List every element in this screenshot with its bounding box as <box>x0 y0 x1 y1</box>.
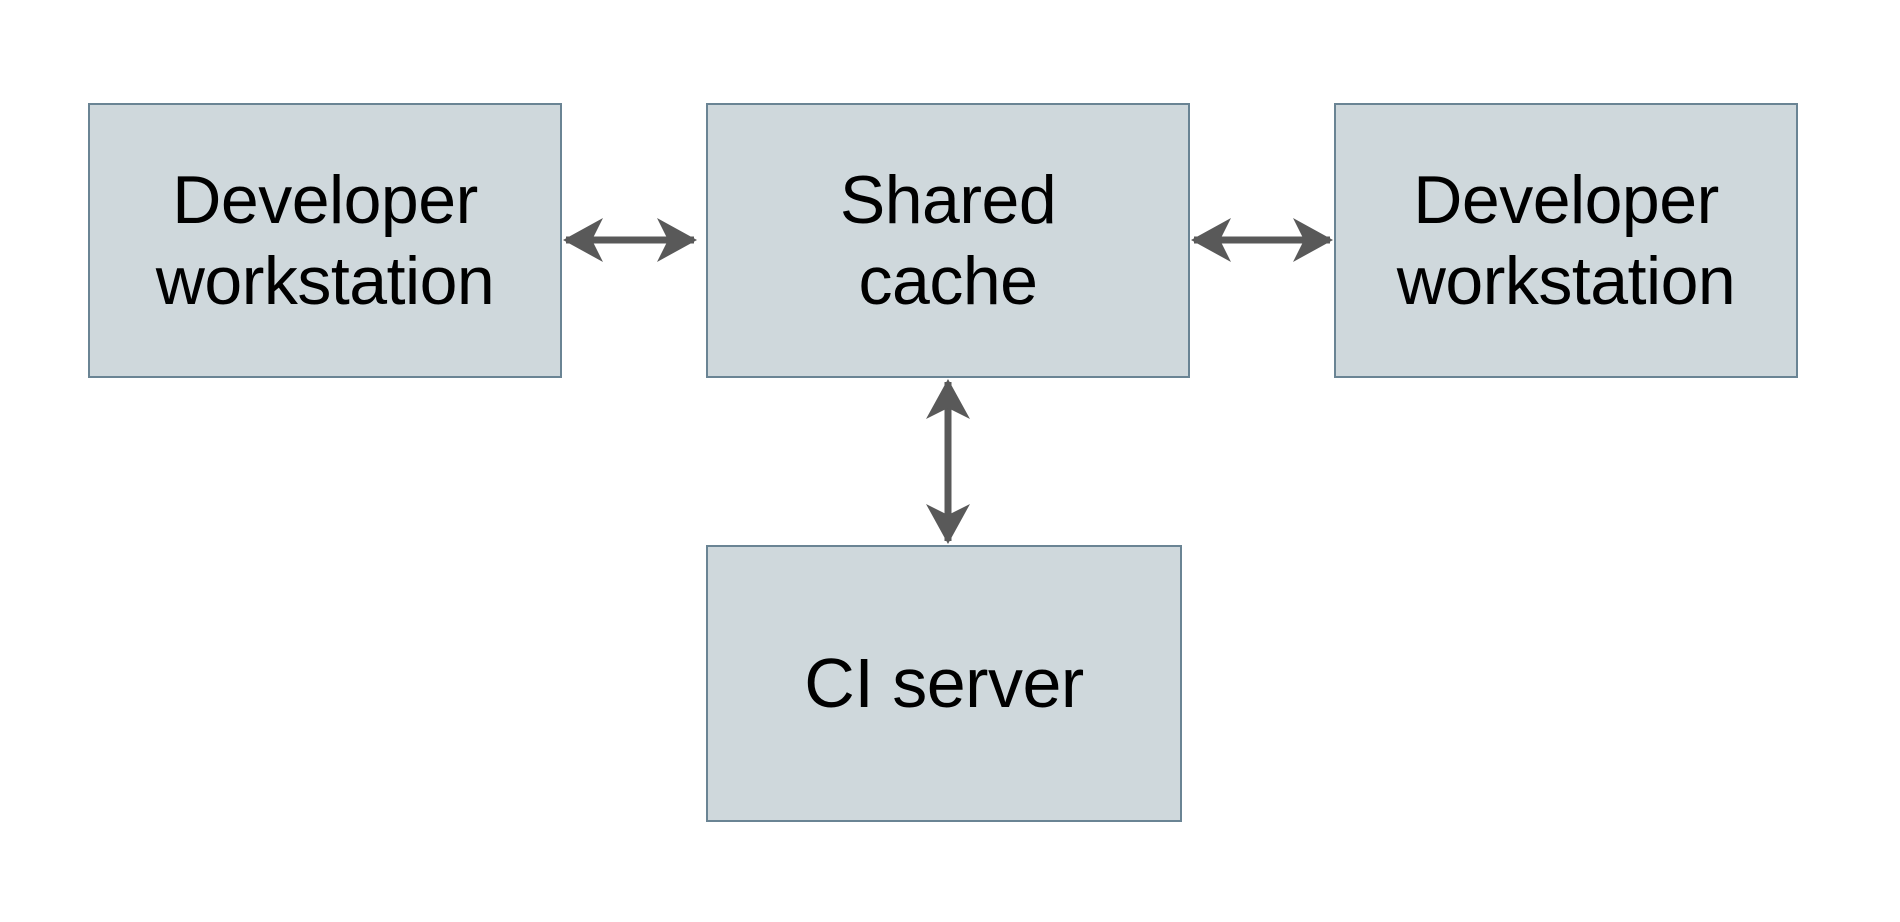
connector-shared-to-ci-icon <box>926 379 970 544</box>
node-developer-workstation-left[interactable]: Developer workstation <box>88 103 562 378</box>
node-label: Developer workstation <box>1396 162 1736 319</box>
connector-dev-left-to-shared-icon <box>563 218 697 262</box>
node-label: Developer workstation <box>155 162 495 319</box>
node-label: CI server <box>804 644 1084 723</box>
node-developer-workstation-right[interactable]: Developer workstation <box>1334 103 1798 378</box>
node-label: Shared cache <box>839 162 1057 319</box>
connector-shared-to-dev-right-icon <box>1191 218 1333 262</box>
node-ci-server[interactable]: CI server <box>706 545 1182 822</box>
node-shared-cache[interactable]: Shared cache <box>706 103 1190 378</box>
